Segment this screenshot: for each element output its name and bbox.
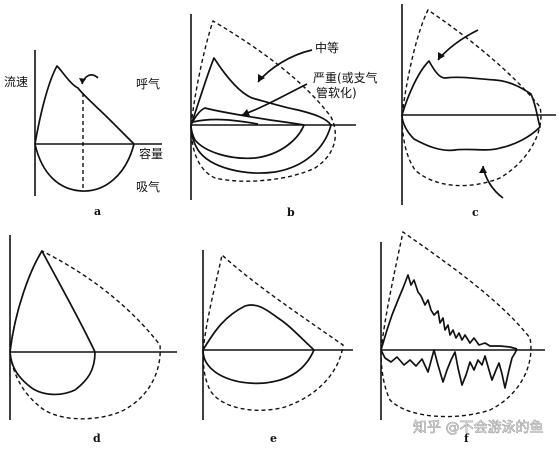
panel-a: 流速 呼气 容量 吸气 a — [4, 50, 163, 218]
panel-a-annotation-volume: 容量 — [139, 146, 163, 161]
panel-d: d — [9, 235, 177, 445]
panel-b-label: b — [287, 206, 295, 219]
panel-f-label: f — [464, 432, 470, 445]
panel-b-minimal-loop — [192, 118, 259, 125]
panel-e: e — [202, 250, 353, 445]
panel-e-label: e — [270, 432, 277, 445]
panel-e-variable-intrathoracic-loop — [202, 304, 315, 385]
panel-b-arrowhead-severe — [242, 109, 250, 116]
panel-a-inspiratory-curve — [34, 143, 135, 192]
panel-d-label: d — [93, 432, 101, 445]
panel-a-label: a — [94, 205, 101, 218]
panel-c-arrowhead-top — [438, 52, 445, 60]
panel-f: f — [380, 230, 545, 445]
panel-c-fixed-obstruction-loop — [401, 60, 541, 152]
panel-b-moderate-loop — [190, 57, 332, 174]
panel-f-normal-loop — [380, 230, 532, 418]
panel-b-annotation-severe: 严重(或支气 — [313, 70, 378, 85]
panel-c: c — [401, 4, 556, 219]
panel-c-arrowhead-bottom — [479, 166, 487, 173]
panel-a-annotation-inspiration: 吸气 — [136, 179, 160, 194]
panel-a-annotation-expiration: 呼气 — [136, 76, 160, 91]
panel-d-normal-loop — [9, 250, 161, 420]
panel-f-sawtooth-expiratory-curve — [380, 274, 518, 351]
panel-b-normal-loop — [190, 19, 336, 182]
watermark: 知乎 @不会游泳的鱼 — [413, 419, 543, 436]
panel-b: 中等 严重(或支气 管软化) b — [190, 14, 378, 219]
panel-b-pointer-moderate — [257, 49, 313, 83]
panel-b-annotation-tracheomalacia: 管软化) — [316, 85, 357, 100]
panel-a-annotation-flow: 流速 — [4, 75, 28, 89]
panel-a-expiratory-curve — [34, 65, 135, 145]
panel-c-label: c — [472, 206, 479, 219]
panel-b-arrowhead-moderate — [258, 74, 265, 82]
panel-f-sawtooth-inspiratory-curve — [380, 348, 518, 389]
panel-b-annotation-moderate: 中等 — [315, 40, 339, 55]
panel-d-variable-extrathoracic-loop — [9, 250, 96, 396]
panel-b-severe-loop — [190, 107, 305, 160]
panel-a-arrowhead — [79, 78, 86, 84]
panel-c-normal-loop — [401, 8, 542, 187]
panel-e-normal-loop — [202, 253, 344, 411]
